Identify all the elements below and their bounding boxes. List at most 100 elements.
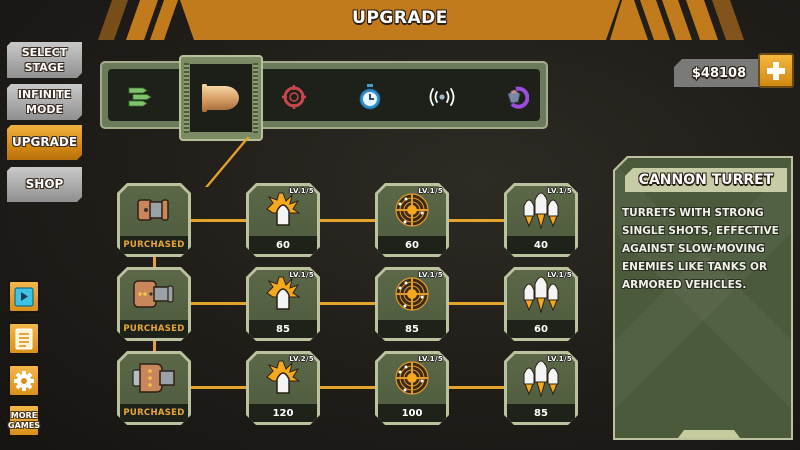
select-stage-label: SELECT STAGE — [21, 46, 68, 74]
upgrade-cost: 120 — [249, 404, 317, 422]
header-banner: UPGRADE — [0, 0, 800, 40]
accuracy-target-icon — [375, 357, 449, 399]
accuracy-target-icon — [375, 273, 449, 315]
upgrade-cost: 60 — [507, 320, 575, 338]
list-document-icon — [15, 328, 33, 349]
turret-node-tier-3[interactable]: PURCHASED — [117, 351, 191, 425]
info-description: TURRETS WITH STRONG SINGLE SHOTS, EFFECT… — [622, 207, 779, 291]
upgrade-node-accuracy[interactable]: LV.1/5 85 — [375, 267, 449, 341]
category-tab-magic[interactable] — [486, 69, 546, 125]
purchased-status: PURCHASED — [120, 404, 188, 422]
tab-rail-left — [184, 63, 189, 133]
active-tab-inner — [190, 64, 252, 132]
cannon-turret-tier-3-icon — [117, 357, 191, 399]
video-ad-icon — [14, 286, 34, 307]
signal-wave-icon — [429, 88, 455, 106]
upgrade-node-multishot[interactable]: LV.1/5 40 — [504, 183, 578, 257]
gear-icon — [14, 370, 34, 391]
currency-display: $48108 — [674, 59, 764, 87]
upgrade-level: LV.1/5 — [547, 355, 572, 363]
more-games-label-line1: MORE — [10, 410, 38, 420]
upgrade-node-multishot[interactable]: LV.1/5 85 — [504, 351, 578, 425]
tree-connector — [449, 302, 505, 305]
video-ad-button[interactable] — [8, 280, 40, 313]
tree-connector — [449, 219, 505, 222]
category-tab-machine-gun[interactable] — [112, 69, 172, 125]
tree-connector — [320, 219, 376, 222]
hazard-stripes-decoration — [98, 0, 744, 40]
tree-connector — [320, 386, 376, 389]
accuracy-target-icon — [375, 189, 449, 231]
shop-button[interactable]: SHOP — [7, 167, 82, 202]
tree-connector — [449, 386, 505, 389]
upgrade-node-damage[interactable]: LV.1/5 60 — [246, 183, 320, 257]
upgrade-node-accuracy[interactable]: LV.1/5 60 — [375, 183, 449, 257]
turret-info-panel: CANNON TURRET TURRETS WITH STRONG SINGLE… — [613, 156, 793, 440]
upgrade-node-damage[interactable]: LV.1/5 85 — [246, 267, 320, 341]
damage-bullet-burst-icon — [246, 273, 320, 315]
upgrade-level: LV.1/5 — [289, 187, 314, 195]
upgrade-level: LV.1/5 — [547, 187, 572, 195]
select-stage-button[interactable]: SELECT STAGE — [7, 42, 82, 78]
turret-node-tier-2[interactable]: PURCHASED — [117, 267, 191, 341]
category-tab-sniper[interactable] — [264, 69, 324, 125]
upgrade-cost: 85 — [507, 404, 575, 422]
upgrade-level: LV.1/5 — [418, 271, 443, 279]
upgrade-level: LV.1/5 — [547, 271, 572, 279]
category-tab-cannon[interactable] — [179, 55, 263, 141]
tab-rail-right — [253, 63, 258, 133]
tree-connector — [153, 340, 156, 354]
info-title: CANNON TURRET — [625, 168, 787, 192]
upgrade-level: LV.1/5 — [418, 355, 443, 363]
tree-connector — [153, 255, 156, 270]
cannon-shell-icon — [202, 84, 239, 112]
upgrade-level: LV.1/5 — [289, 271, 314, 279]
damage-bullet-burst-icon — [246, 357, 320, 399]
multi-shot-rockets-icon — [504, 189, 578, 231]
turret-node-tier-1[interactable]: PURCHASED — [117, 183, 191, 257]
info-panel-body: CANNON TURRET TURRETS WITH STRONG SINGLE… — [615, 158, 791, 438]
panel-notch-decoration — [678, 430, 740, 438]
crosshair-target-icon — [282, 85, 306, 109]
purchased-status: PURCHASED — [120, 320, 188, 338]
upgrade-cost: 100 — [378, 404, 446, 422]
tree-connector — [191, 302, 247, 305]
category-tab-time[interactable] — [340, 69, 400, 125]
tree-connector — [191, 386, 247, 389]
category-tab-signal[interactable] — [412, 69, 472, 125]
upgrade-level: LV.1/5 — [418, 187, 443, 195]
infinite-mode-button[interactable]: INFINITE MODE — [7, 84, 82, 120]
multi-shot-rockets-icon — [504, 357, 578, 399]
more-games-button[interactable]: MORE GAMES — [8, 404, 40, 437]
quest-list-button[interactable] — [8, 322, 40, 355]
shop-label: SHOP — [25, 177, 64, 191]
upgrade-cost: 85 — [249, 320, 317, 338]
upgrade-cost: 60 — [249, 236, 317, 254]
more-games-label-line2: GAMES — [8, 420, 40, 430]
page-title: UPGRADE — [352, 8, 448, 28]
settings-button[interactable] — [8, 364, 40, 397]
upgrade-cost: 60 — [378, 236, 446, 254]
upgrade-node-multishot[interactable]: LV.1/5 60 — [504, 267, 578, 341]
plus-icon — [767, 61, 785, 80]
category-bar-inner — [108, 55, 540, 141]
upgrade-cost: 40 — [507, 236, 575, 254]
tree-connector — [191, 219, 247, 222]
add-currency-button[interactable] — [758, 53, 794, 88]
upgrade-node-damage[interactable]: LV.2/5 120 — [246, 351, 320, 425]
cannon-turret-tier-1-icon — [117, 189, 191, 231]
upgrade-level: LV.2/5 — [289, 355, 314, 363]
cannon-turret-tier-2-icon — [117, 273, 191, 315]
infinite-mode-label: INFINITE MODE — [17, 88, 72, 116]
machine-gun-bullets-icon — [128, 87, 152, 107]
multi-shot-rockets-icon — [504, 273, 578, 315]
turret-category-bar — [100, 55, 548, 141]
damage-bullet-burst-icon — [246, 189, 320, 231]
upgrade-button[interactable]: UPGRADE — [7, 125, 82, 160]
upgrade-label: UPGRADE — [11, 135, 78, 149]
upgrade-node-accuracy[interactable]: LV.1/5 100 — [375, 351, 449, 425]
tree-connector — [205, 137, 250, 187]
stopwatch-icon — [359, 84, 381, 110]
magic-orb-icon — [507, 86, 529, 109]
upgrade-cost: 85 — [378, 320, 446, 338]
